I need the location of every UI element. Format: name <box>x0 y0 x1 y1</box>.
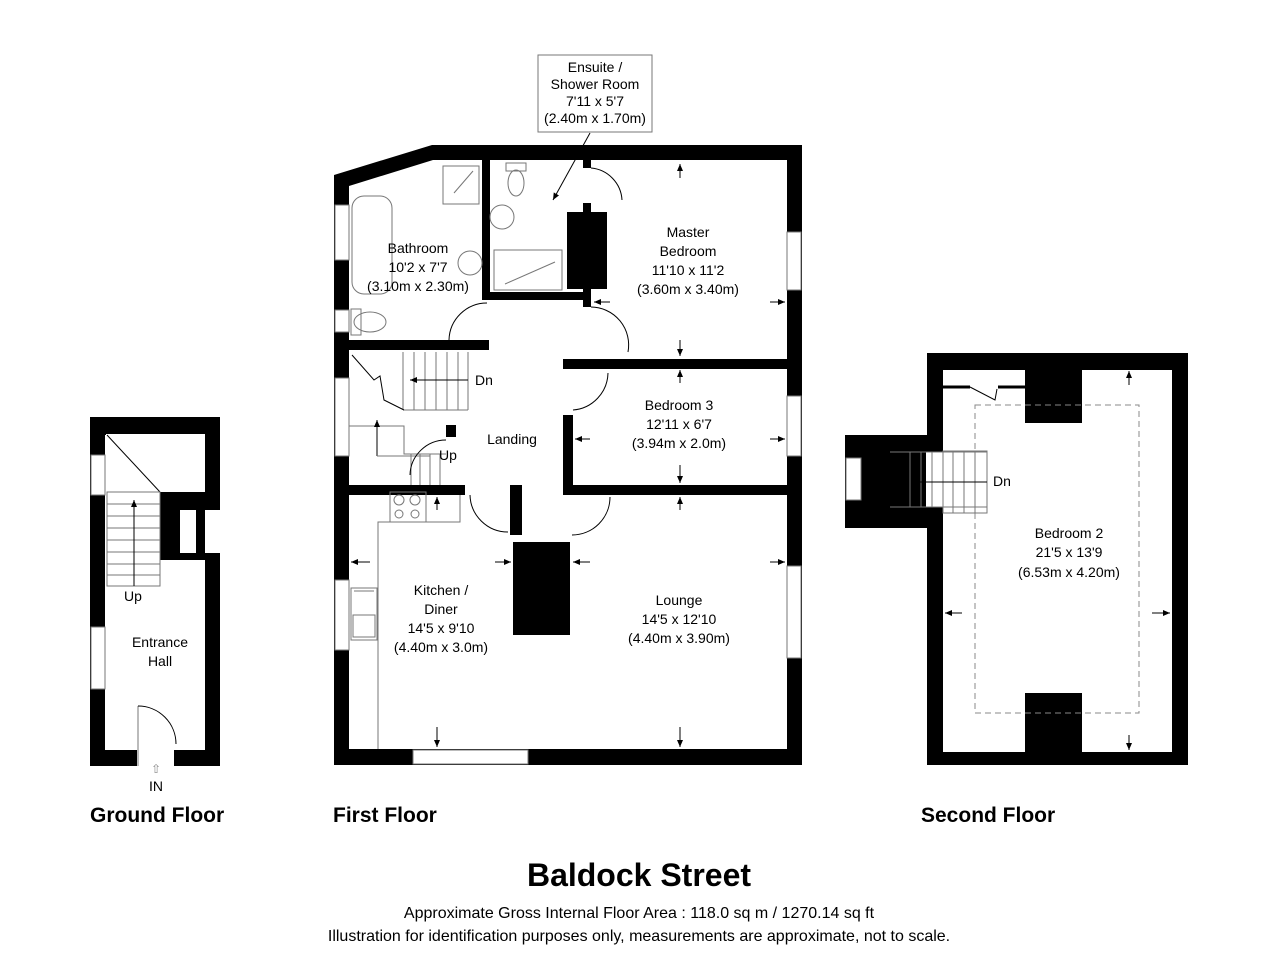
lounge-name: Lounge <box>656 592 703 608</box>
restricted-height-outline <box>974 404 1140 714</box>
ground-floor-label: Ground Floor <box>90 804 224 827</box>
ground-walls <box>90 417 220 766</box>
svg-text:7'11 x 5'7: 7'11 x 5'7 <box>566 93 624 109</box>
property-title: Baldock Street <box>527 857 751 893</box>
ground-stairs <box>106 434 161 587</box>
floor-area-note: Approximate Gross Internal Floor Area : … <box>404 905 875 922</box>
bathroom-name: Bathroom <box>388 240 449 256</box>
first-floor-stairs <box>349 352 469 485</box>
ground-floor-plan: Up Entrance Hall ⇧ IN <box>90 417 220 794</box>
bedroom2-name: Bedroom 2 <box>1035 525 1104 541</box>
svg-text:(2.40m x 1.70m): (2.40m x 1.70m) <box>544 110 646 126</box>
second-floor-plan: Dn Bedroom 2 21'5 x 13'9 (6.53m x 4.20m) <box>845 353 1188 765</box>
svg-text:Shower Room: Shower Room <box>551 76 640 92</box>
kitchen-name: Kitchen / <box>414 582 469 598</box>
svg-text:Bedroom: Bedroom <box>660 243 717 259</box>
svg-text:(3.94m x 2.0m): (3.94m x 2.0m) <box>632 435 726 451</box>
master-bedroom-name: Master <box>667 224 710 240</box>
svg-text:(4.40m x 3.0m): (4.40m x 3.0m) <box>394 639 488 655</box>
window <box>90 454 106 496</box>
room-name: Entrance <box>132 634 188 650</box>
entrance-label: IN <box>149 778 163 794</box>
stairs-down-label: Dn <box>475 372 493 388</box>
window <box>90 626 106 690</box>
stairs-up-label: Up <box>439 447 457 463</box>
svg-text:21'5 x 13'9: 21'5 x 13'9 <box>1036 544 1103 560</box>
svg-text:(3.60m x 3.40m): (3.60m x 3.40m) <box>637 281 739 297</box>
svg-text:14'5 x 9'10: 14'5 x 9'10 <box>408 620 475 636</box>
stairs-up-label: Up <box>124 588 142 604</box>
svg-text:(3.10m x 2.30m): (3.10m x 2.30m) <box>367 278 469 294</box>
landing-name: Landing <box>487 431 537 447</box>
ensuite-callout: Ensuite / Shower Room 7'11 x 5'7 (2.40m … <box>537 54 653 201</box>
entrance-door <box>137 705 177 766</box>
disclaimer: Illustration for identification purposes… <box>328 928 950 945</box>
second-floor-walls <box>845 353 1188 765</box>
svg-text:Diner: Diner <box>424 601 458 617</box>
first-floor-label: First Floor <box>333 804 437 827</box>
first-floor-plan: Ensuite / Shower Room 7'11 x 5'7 (2.40m … <box>334 54 802 765</box>
svg-text:14'5 x 12'10: 14'5 x 12'10 <box>642 611 717 627</box>
bedroom3-name: Bedroom 3 <box>645 397 714 413</box>
svg-text:11'10 x 11'2: 11'10 x 11'2 <box>652 262 725 278</box>
stairs-down-label: Dn <box>993 473 1011 489</box>
svg-text:12'11 x 6'7: 12'11 x 6'7 <box>646 416 712 432</box>
svg-text:Ensuite /: Ensuite / <box>568 59 623 75</box>
second-floor-label: Second Floor <box>921 804 1055 827</box>
room-name: Hall <box>148 653 172 669</box>
in-arrow-icon: ⇧ <box>151 762 161 776</box>
svg-text:10'2 x 7'7: 10'2 x 7'7 <box>388 259 447 275</box>
second-floor-stairs <box>861 450 988 514</box>
dimension-arrows <box>351 164 785 747</box>
svg-text:(4.40m x 3.90m): (4.40m x 3.90m) <box>628 630 730 646</box>
svg-text:(6.53m x 4.20m): (6.53m x 4.20m) <box>1018 564 1120 580</box>
